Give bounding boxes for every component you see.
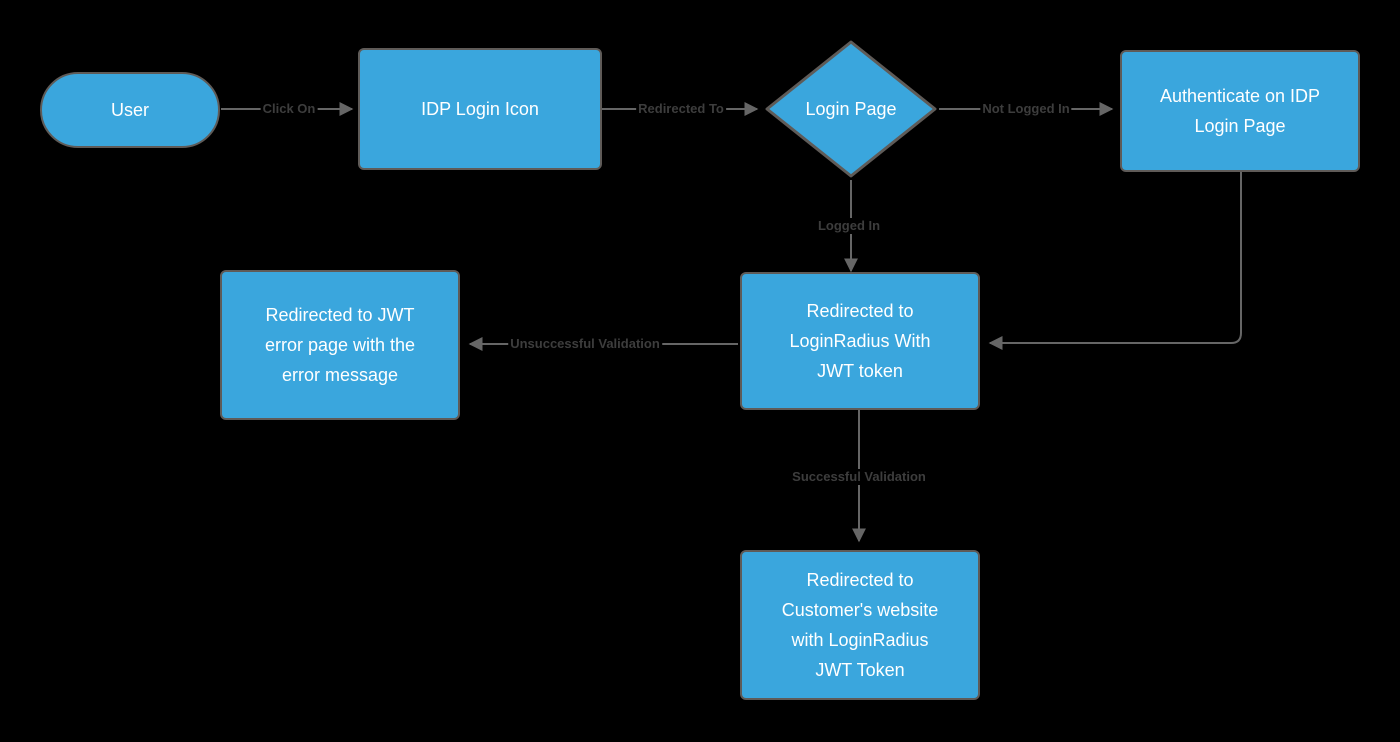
node-login-page[interactable]: Login Page bbox=[765, 40, 937, 178]
node-redirected-to-loginradius[interactable]: Redirected to LoginRadius With JWT token bbox=[740, 272, 980, 410]
node-authenticate-on-idp[interactable]: Authenticate on IDP Login Page bbox=[1120, 50, 1360, 172]
node-idp-login-icon[interactable]: IDP Login Icon bbox=[358, 48, 602, 170]
edge-label-click-on: Click On bbox=[260, 101, 318, 117]
edge-label-logged-in: Logged In bbox=[815, 218, 883, 234]
node-idp-login-icon-label: IDP Login Icon bbox=[421, 99, 539, 119]
node-customer-website-label: Redirected to Customer's website with Lo… bbox=[781, 570, 939, 680]
node-jwt-error-page[interactable]: Redirected to JWT error page with the er… bbox=[220, 270, 460, 420]
node-user[interactable]: User bbox=[40, 72, 220, 148]
edge-label-successful-validation: Successful Validation bbox=[790, 469, 928, 485]
edge-label-redirected-to: Redirected To bbox=[636, 101, 726, 117]
node-authenticate-on-idp-label: Authenticate on IDP Login Page bbox=[1159, 86, 1321, 136]
edge-authenticate-to-redirect bbox=[988, 172, 1242, 350]
diamond-shape-icon bbox=[765, 40, 937, 178]
node-jwt-error-page-label: Redirected to JWT error page with the er… bbox=[264, 305, 416, 385]
edge-label-not-logged-in: Not Logged In bbox=[980, 101, 1072, 117]
node-customer-website[interactable]: Redirected to Customer's website with Lo… bbox=[740, 550, 980, 700]
node-redirected-to-loginradius-label: Redirected to LoginRadius With JWT token bbox=[789, 301, 931, 381]
edge-label-unsuccessful-validation: Unsuccessful Validation bbox=[508, 336, 662, 352]
node-login-page-label: Login Page bbox=[805, 99, 897, 119]
node-user-label: User bbox=[110, 100, 149, 120]
